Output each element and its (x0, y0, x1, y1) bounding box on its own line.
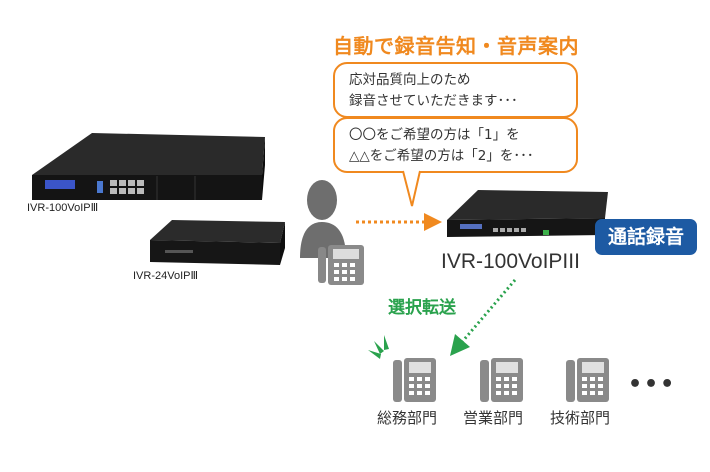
transfer-arrow (450, 279, 517, 356)
more-departments-ellipsis: ••• (628, 372, 677, 397)
transfer-label: 選択転送 (388, 298, 456, 318)
bubble-line: 〇〇をご希望の方は「1」を (349, 127, 520, 143)
bubble-tail (402, 170, 421, 207)
department-label: 営業部門 (463, 409, 524, 427)
call-flow-arrow (356, 213, 442, 231)
ivr-24-device-image (150, 220, 285, 265)
department-phone-icon (480, 358, 523, 402)
heading-auto-announcement: 自動で録音告知・音声案内 (333, 34, 579, 58)
product-label-ivr-24: IVR-24VoIPⅢ (133, 270, 199, 282)
caller-desk-phone-icon (318, 245, 364, 285)
ivr-system-device-image (447, 190, 608, 237)
department-phone-icon (393, 358, 436, 402)
speech-bubble-menu: 〇〇をご希望の方は「1」を △△をご希望の方は「2」を･･･ (333, 117, 578, 173)
product-label-ivr-100: IVR-100VoIPⅢ (27, 202, 99, 214)
bubble-line: △△をご希望の方は「2」を･･･ (349, 148, 534, 164)
department-label: 技術部門 (550, 409, 611, 427)
ringing-indicator-icon (368, 335, 389, 359)
call-recording-badge: 通話録音 (595, 219, 697, 255)
speech-bubble-recording-notice: 応対品質向上のため 録音させていただきます･･･ (333, 62, 578, 118)
bubble-line: 録音させていただきます･･･ (349, 93, 518, 109)
bubble-line: 応対品質向上のため (349, 72, 471, 88)
ivr-100-device-image (32, 133, 265, 200)
department-label: 総務部門 (377, 409, 438, 427)
department-phone-icon (566, 358, 609, 402)
system-label: IVR-100VoIPIII (441, 250, 580, 273)
